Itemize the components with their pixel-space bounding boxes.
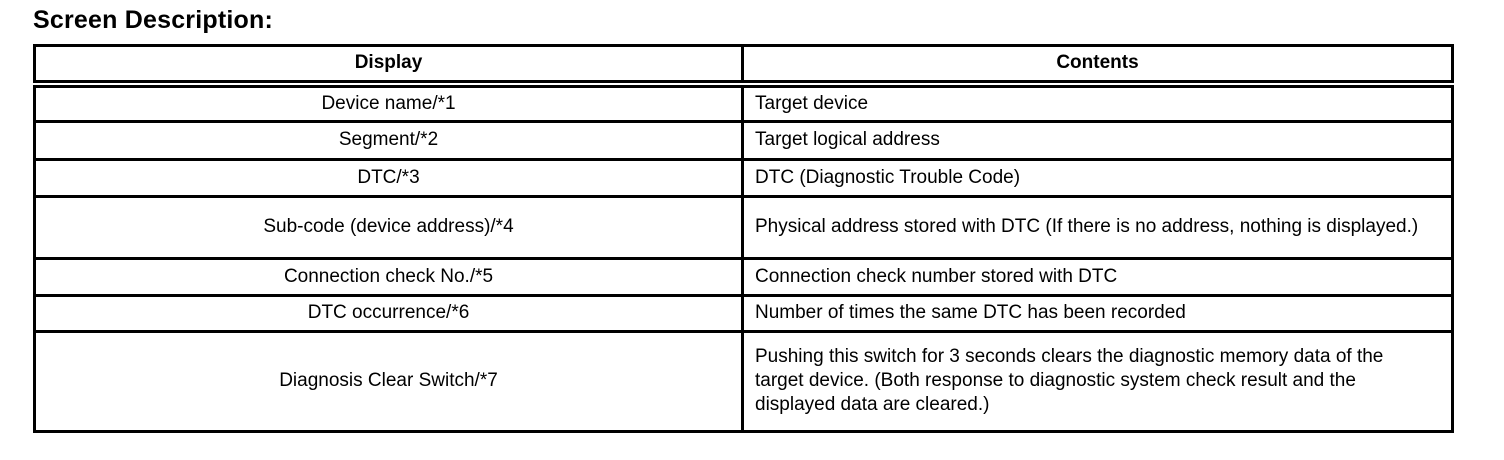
display-cell: Sub-code (device address)/*4: [33, 194, 744, 260]
contents-cell: Target logical address: [741, 119, 1454, 161]
contents-cell: Connection check number stored with DTC: [741, 256, 1454, 297]
table-header: Display Contents: [33, 44, 1454, 88]
display-cell: Connection check No./*5: [33, 256, 744, 297]
contents-cell: Target device: [741, 82, 1454, 123]
display-cell: DTC occurrence/*6: [33, 293, 744, 333]
contents-cell: Pushing this switch for 3 seconds clears…: [741, 329, 1454, 433]
document-page: Screen Description: Display Contents Dev…: [33, 6, 1454, 433]
display-cell: DTC/*3: [33, 157, 744, 198]
contents-cell: Number of times the same DTC has been re…: [741, 293, 1454, 333]
column-header-contents: Contents: [741, 44, 1454, 88]
display-cell: Diagnosis Clear Switch/*7: [33, 329, 744, 433]
contents-cell: DTC (Diagnostic Trouble Code): [741, 157, 1454, 198]
header-row: Display Contents: [33, 44, 1454, 88]
contents-cell: Physical address stored with DTC (If the…: [741, 194, 1454, 260]
page-title: Screen Description:: [33, 6, 273, 34]
display-cell: Segment/*2: [33, 119, 744, 161]
column-header-display: Display: [33, 44, 744, 88]
display-cell: Device name/*1: [33, 82, 744, 123]
